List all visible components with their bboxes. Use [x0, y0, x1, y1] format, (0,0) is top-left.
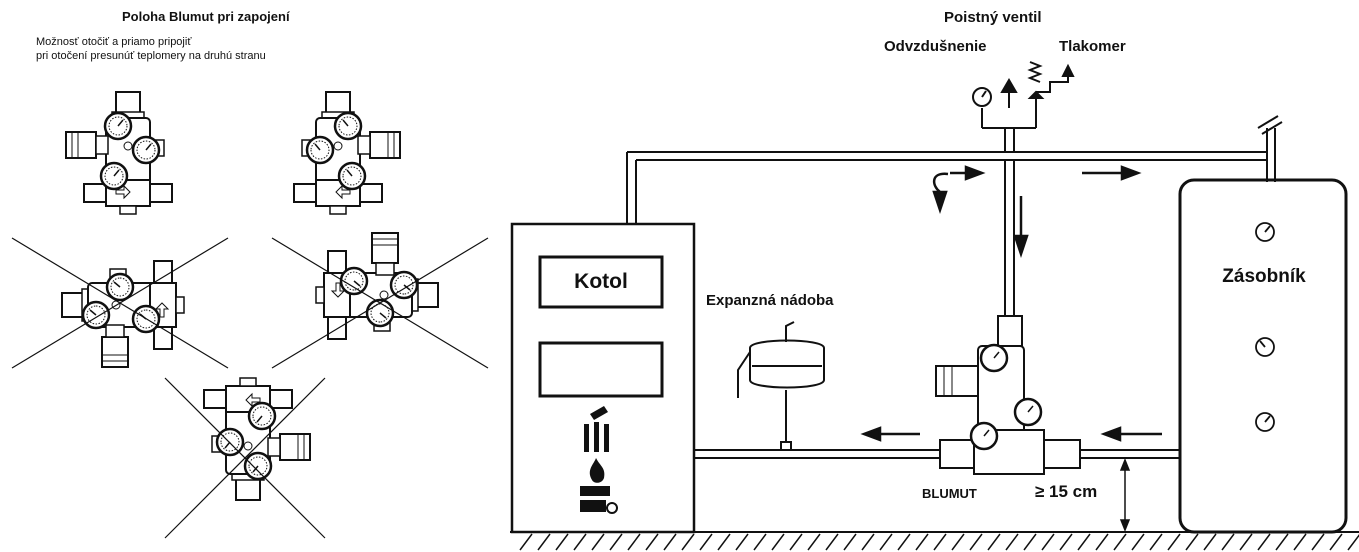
orientation-forbidden-1: [11, 237, 229, 369]
floor-hatch-line: [609, 533, 623, 551]
boiler-label: Kotol: [574, 270, 628, 293]
supply-pipe: [626, 108, 1283, 318]
orientation-note-line1: Možnosť otočiť a priamo pripojiť: [36, 36, 192, 48]
pressure-gauge-label: Tlakomer: [1059, 38, 1126, 55]
floor-hatch-line: [933, 533, 947, 551]
flame-icon: [580, 458, 618, 514]
floor-hatch-line: [879, 533, 893, 551]
floor-hatch-line: [627, 533, 641, 551]
floor-hatch-line: [1167, 533, 1181, 551]
orientation-allowed-2: [294, 92, 400, 214]
floor-hatch-line: [987, 533, 1001, 551]
boiler: [510, 222, 696, 534]
floor-hatch-line: [915, 533, 929, 551]
floor-hatch-line: [1005, 533, 1019, 551]
expansion-vessel: [737, 321, 825, 451]
height-dimension: [1119, 457, 1131, 533]
blumut-label: BLUMUT: [922, 486, 977, 501]
orientation-forbidden-2: [271, 233, 489, 369]
floor-hatch-line: [519, 533, 533, 551]
floor-hatch-line: [1059, 533, 1073, 551]
blumut-valve: [935, 315, 1081, 475]
floor-hatch-line: [1113, 533, 1127, 551]
storage-tank: [1178, 178, 1348, 534]
orientation-title: Poloha Blumut pri zapojení: [122, 9, 290, 24]
floor-hatch-line: [645, 533, 659, 551]
floor-hatch-line: [1347, 534, 1359, 551]
floor-hatch-line: [1239, 533, 1253, 551]
storage-tank-label: Zásobník: [1222, 266, 1306, 287]
orientation-forbidden-3: [164, 378, 326, 539]
floor-hatch-line: [771, 533, 785, 551]
floor-hatch-line: [861, 533, 875, 551]
floor-hatch-line: [969, 533, 983, 551]
floor-hatching: [510, 531, 1359, 551]
floor-hatch-line: [1185, 533, 1199, 551]
floor-hatch-line: [1257, 533, 1271, 551]
floor-hatch-line: [1077, 533, 1091, 551]
return-pipe: [694, 449, 1180, 459]
floor-hatch-line: [717, 533, 731, 551]
floor-hatch-line: [1095, 533, 1109, 551]
floor-hatch-line: [1221, 533, 1235, 551]
safety-fittings: [972, 61, 1075, 108]
floor-hatch-line: [1023, 533, 1037, 551]
safety-valve-label: Poistný ventil: [944, 9, 1042, 26]
floor-hatch-line: [897, 533, 911, 551]
floor-hatch-line: [825, 533, 839, 551]
floor-hatch-line: [951, 533, 965, 551]
flow-arrows: [860, 165, 1162, 442]
air-vent-label: Odvzdušnenie: [884, 38, 987, 55]
floor-hatch-line: [1293, 533, 1307, 551]
floor-hatch-line: [789, 533, 803, 551]
fuel-wood-icon: [584, 406, 609, 452]
orientation-allowed-1: [66, 92, 172, 214]
floor-hatch-line: [591, 533, 605, 551]
floor-hatch-line: [1131, 533, 1145, 551]
orientation-note-line2: pri otočení presunúť teplomery na druhú …: [36, 50, 266, 62]
floor-hatch-line: [537, 533, 551, 551]
floor-hatch-line: [555, 533, 569, 551]
min-height-label: ≥ 15 cm: [1035, 482, 1098, 501]
floor-hatch-line: [1329, 533, 1343, 551]
floor-hatch-line: [1149, 533, 1163, 551]
floor-hatch-line: [1041, 533, 1055, 551]
floor-hatch-line: [1203, 533, 1217, 551]
floor-hatch-line: [753, 533, 767, 551]
floor-hatch-line: [735, 533, 749, 551]
floor-hatch-line: [807, 533, 821, 551]
floor-hatch-line: [681, 533, 695, 551]
floor-hatch-line: [1275, 533, 1289, 551]
expansion-vessel-label: Expanzná nádoba: [706, 292, 834, 309]
floor-hatch-line: [843, 533, 857, 551]
floor-hatch-line: [573, 533, 587, 551]
floor-hatch-line: [663, 533, 677, 551]
floor-hatch-line: [1311, 533, 1325, 551]
floor-hatch-line: [699, 533, 713, 551]
